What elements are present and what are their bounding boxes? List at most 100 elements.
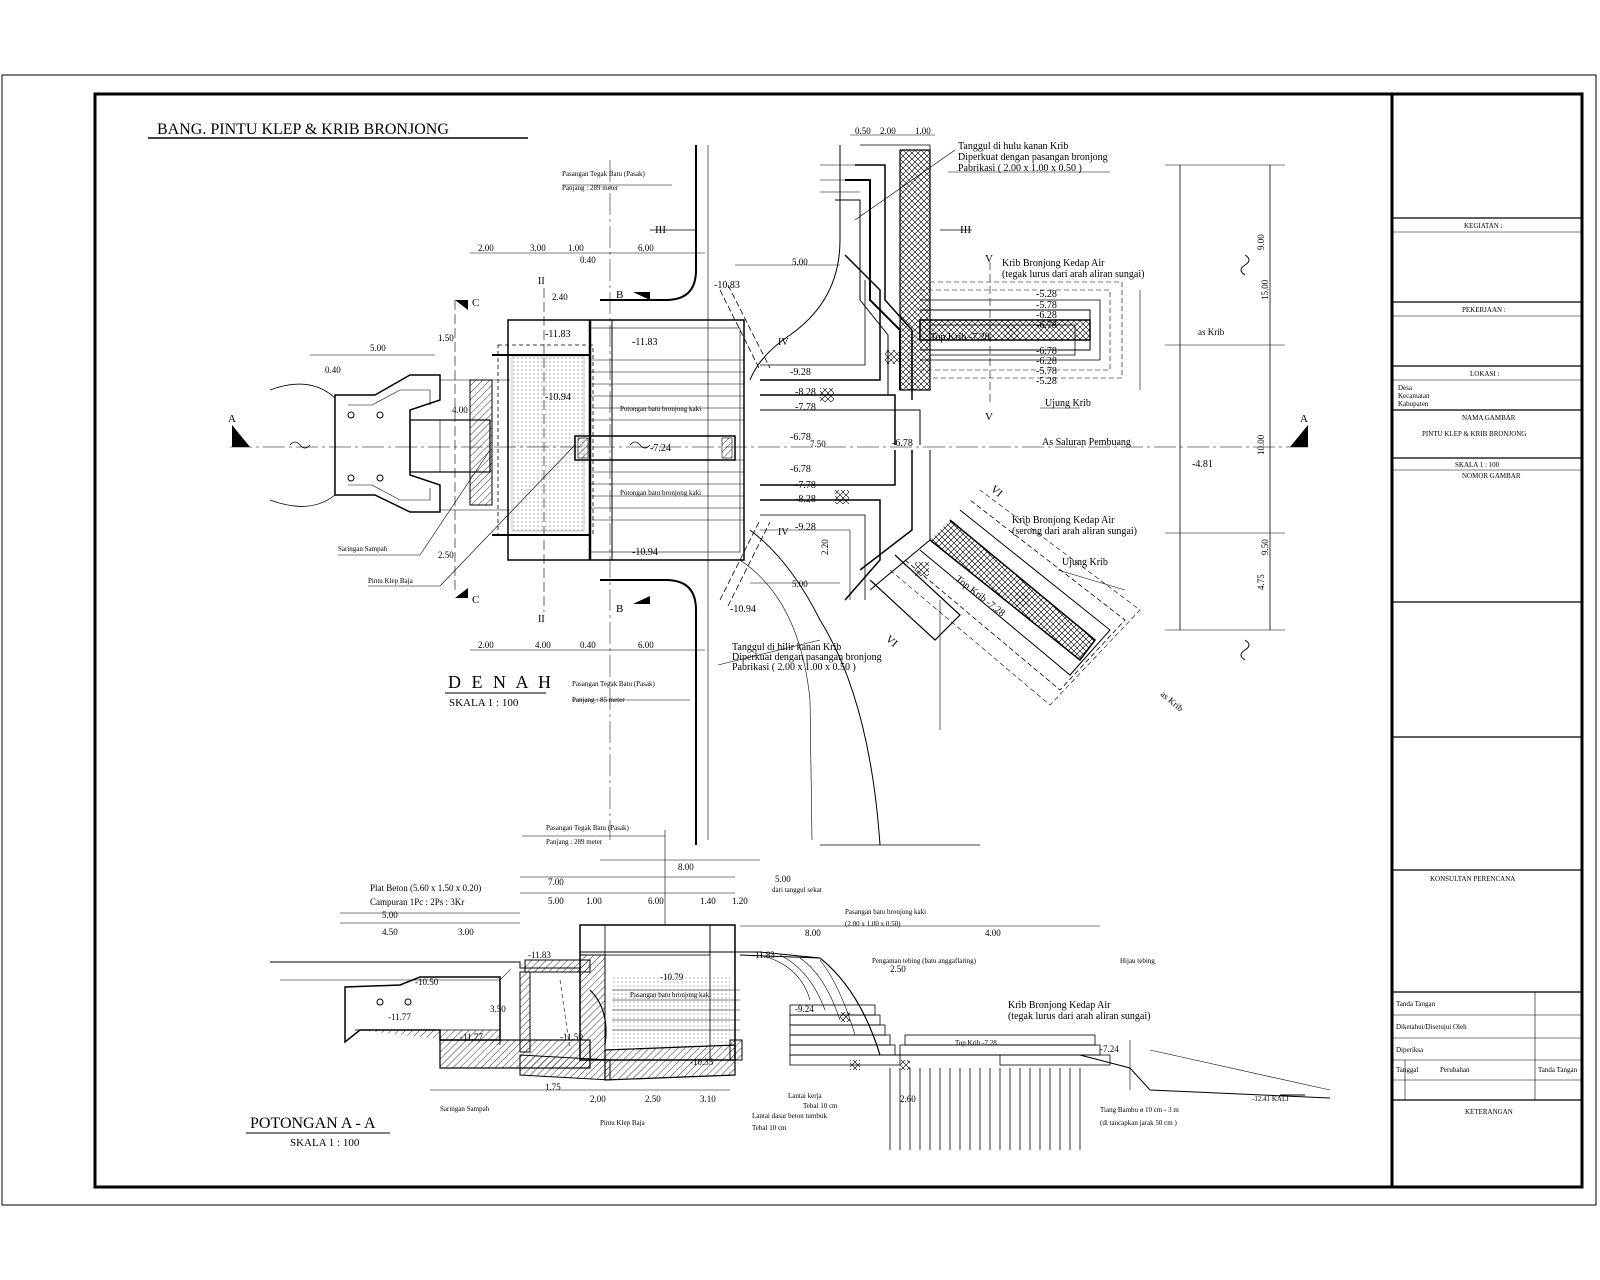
elev: -6.78 <box>1036 346 1057 357</box>
section-label-iii-left: III <box>655 224 666 236</box>
dim: 1.00 <box>568 243 584 253</box>
elev: -6.78 <box>1036 320 1057 331</box>
river-bank-left-top <box>600 145 697 301</box>
krib-tegak <box>760 144 1123 445</box>
dim: 7.00 <box>548 877 564 887</box>
elev: -11.83 <box>545 329 570 340</box>
label-as-krib-2: as Krib <box>1159 689 1186 714</box>
elev: -11.77 <box>388 1012 411 1022</box>
label-tanggul-bot-3: Pabrikasi ( 2.00 x 1.00 x 0.50 ) <box>732 662 856 673</box>
section-label-iv-bot: IV <box>778 527 789 538</box>
dim: 1.40 <box>700 896 716 906</box>
elev: -7.24 <box>1100 1044 1119 1054</box>
dim: 4.00 <box>985 928 1001 938</box>
label-tanggul-bot-2: Diperkuat dengan pasangan bronjong <box>732 652 882 663</box>
elev: -7.78 <box>795 402 816 413</box>
tb-kegiatan: KEGIATAN : <box>1464 222 1503 230</box>
drawing-frame <box>93 92 1584 1189</box>
sec-label: Lantai kerja <box>788 1092 823 1100</box>
tb-keterangan: KETERANGAN <box>1465 1108 1513 1116</box>
elev: -6.28 <box>1036 356 1057 367</box>
sec-label: (2.00 x 1.00 x 0.50) <box>845 920 901 928</box>
tb-skala: SKALA 1 : 100 <box>1455 461 1500 469</box>
elev: -11.50 <box>560 1032 583 1042</box>
bronjong-stack-section <box>789 1004 1111 1066</box>
dim: 0.40 <box>580 255 596 265</box>
label-pas-bronjong-1: Potongan batu bronjong kaki <box>620 405 701 413</box>
label-ujung-krib-2: Ujung Krib <box>1062 557 1108 568</box>
river-bank-right-bottom <box>749 529 881 846</box>
tb-lokasi-2: Kecamatan <box>1398 392 1430 400</box>
dim: 6.00 <box>638 243 654 253</box>
title-block: KEGIATAN : PEKERJAAN : LOKASI : Desa Kec… <box>1392 217 1582 1116</box>
tb-col-3: Tanda Tangan <box>1538 1066 1578 1074</box>
dim: 5.00 <box>370 343 386 353</box>
drawing-title: BANG. PINTU KLEP & KRIB BRONJONG <box>157 121 449 138</box>
river-bank-left-bottom <box>600 579 697 845</box>
bamboo-piles <box>889 1068 1081 1150</box>
elev: -10.83 <box>714 280 740 291</box>
sec-label: Hijau tebing <box>1120 957 1155 965</box>
label-pas-bot-1: Pasangan Tegak Batu (Pasak) <box>572 680 655 688</box>
section-label-c-bot: C <box>472 594 479 606</box>
dim: 10.00 <box>1256 434 1266 455</box>
dim: 2.60 <box>900 1094 916 1104</box>
label-as-krib-1: as Krib <box>1198 327 1225 337</box>
dim: 1.00 <box>915 126 931 136</box>
sec-label: -12.41 KALI <box>1252 1095 1289 1103</box>
section-label-c-top: C <box>472 297 479 309</box>
dim: 4.75 <box>1256 574 1266 590</box>
elev: -9.28 <box>795 522 816 533</box>
label-krib-tegak-1: Krib Bronjong Kedap Air <box>1002 258 1105 269</box>
dim: 0.40 <box>325 365 341 375</box>
sec-label: Tiang Bambu ø 10 cm - 3 m <box>1100 1106 1179 1114</box>
dim: 4.00 <box>535 640 551 650</box>
section-scale: SKALA 1 : 100 <box>290 1137 360 1149</box>
dim: 4.00 <box>452 405 468 415</box>
elev: -11.83 <box>632 337 657 348</box>
section-aa <box>270 830 1331 1150</box>
elev: -8.28 <box>795 387 816 398</box>
dim: 0.40 <box>580 640 596 650</box>
label-saringan: Saringan Sampah <box>338 545 388 553</box>
dim: 0.50 <box>855 126 871 136</box>
elev: -11.83 <box>752 950 775 960</box>
label-tanggul-top-3: Pabrikasi ( 2.00 x 1.00 x 0.50 ) <box>958 163 1082 174</box>
elev: -9.28 <box>790 367 811 378</box>
section-marker-a-right <box>1290 425 1308 447</box>
elev: -10.94 <box>730 604 756 615</box>
tb-col-1: Tanggal <box>1396 1066 1419 1074</box>
river-bank-right-top <box>749 145 841 381</box>
dim: 2.00 <box>478 243 494 253</box>
tb-row-1: Tanda Tangan <box>1396 1000 1436 1008</box>
plan-title: D E N A H <box>448 672 554 692</box>
sheet-outer-border <box>1 74 1597 1206</box>
dim: 1.75 <box>545 1082 561 1092</box>
label-tanggul-bot-1: Tanggul di hilir kanan Krib <box>732 642 841 653</box>
elev: -5.28 <box>1036 376 1057 387</box>
elev: -6.78 <box>790 432 811 443</box>
label-krib-serong-1: Krib Bronjong Kedap Air <box>1012 515 1115 526</box>
section-label-a-right: A <box>1300 413 1308 425</box>
tb-lokasi: LOKASI : <box>1470 370 1499 378</box>
label-krib-serong-2: (serong dari arah aliran sungai) <box>1012 526 1137 537</box>
sec-label: Saringan Sampah <box>440 1105 490 1113</box>
sec-label: Tebal 10 cm <box>803 1102 838 1110</box>
dim: 5.00 <box>548 896 564 906</box>
sec-label: dari tanggul sekat <box>772 886 822 894</box>
plan-scale: SKALA 1 : 100 <box>449 697 519 709</box>
elev: -10.94 <box>632 547 658 558</box>
sec-label: Pintu Klep Baja <box>600 1119 646 1127</box>
tb-row-3: Diperiksa <box>1396 1046 1424 1054</box>
channel-body <box>507 319 745 561</box>
section-label-vi-top: VI <box>988 483 1005 500</box>
elev: -6.78 <box>790 464 811 475</box>
elev: -5.78 <box>1036 300 1057 311</box>
elev: -5.28 <box>1036 289 1057 300</box>
dim: 2.20 <box>820 539 830 555</box>
section-label-b-bot: B <box>616 603 623 615</box>
section-label-a-left: A <box>228 413 236 425</box>
elev: -7.24 <box>650 443 671 454</box>
tb-pekerjaan: PEKERJAAN : <box>1462 306 1506 314</box>
